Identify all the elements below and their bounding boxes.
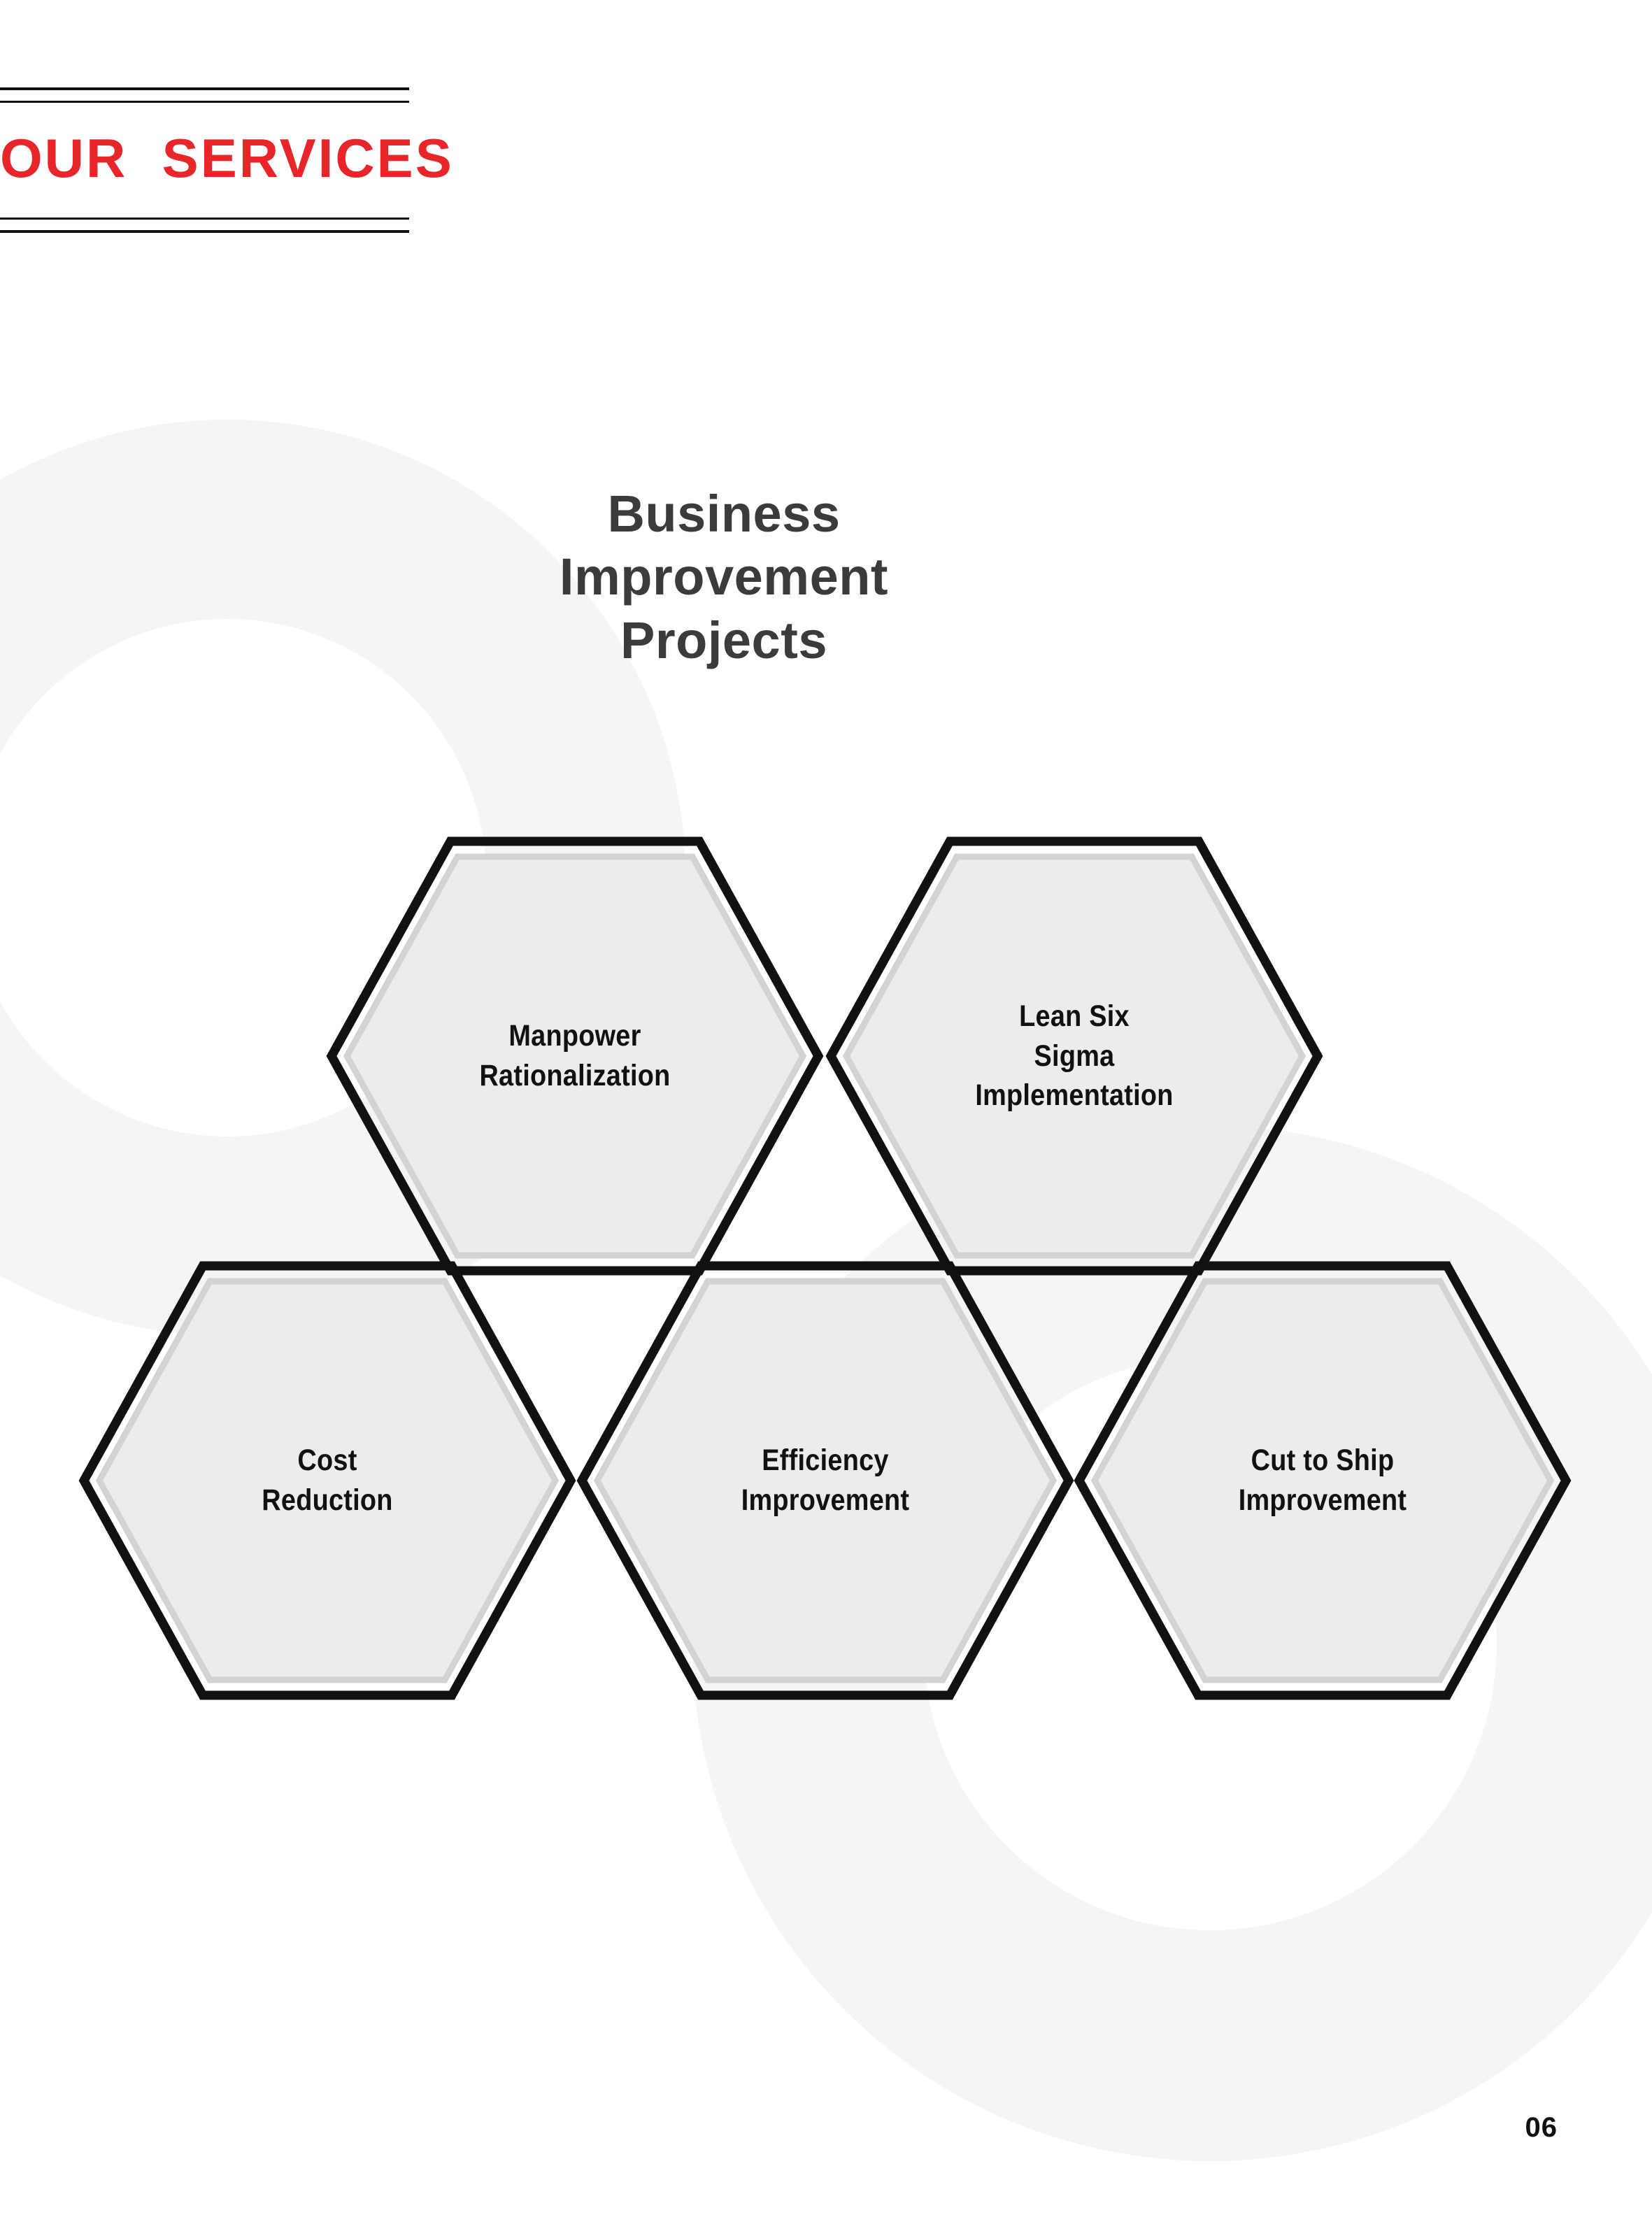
hexagon-label-line: Lean Six [1019,999,1130,1033]
header-rule-bottom [0,218,409,233]
hexagon-label: Cut to Ship Improvement [1104,1260,1542,1701]
hexagon-efficiency-improvement[interactable]: Efficiency Improvement [576,1260,1074,1701]
hexagon-label: Cost Reduction [108,1260,547,1701]
hexagon-shape [78,1261,576,1700]
hexagon-label-line: Improvement [1238,1483,1407,1517]
hexagon-label-line: Cut to Ship [1251,1444,1395,1478]
hexagon-lean-six-sigma-implementation[interactable]: Lean Six Sigma Implementation [825,836,1323,1276]
rule-line [0,101,409,103]
section-heading-line-3: Projects [620,611,828,669]
services-hexagon-diagram: Manpower Rationalization Lean Six Sigma … [0,804,1652,1727]
hexagon-shape [1074,1261,1572,1700]
section-heading: Business Improvement Projects [483,483,965,672]
hexagon-label-line: Efficiency [762,1444,889,1478]
header-rule-top [0,87,409,103]
hexagon-shape [576,1261,1074,1700]
hexagon-manpower-rationalization[interactable]: Manpower Rationalization [326,836,824,1276]
hexagon-label-line: Implementation [975,1078,1174,1113]
hexagon-shape [825,836,1323,1276]
hexagon-label: Lean Six Sigma Implementation [855,836,1294,1276]
hexagon-cut-to-ship-improvement[interactable]: Cut to Ship Improvement [1074,1260,1572,1701]
section-heading-line-2: Improvement [559,548,889,606]
rule-line [0,230,409,233]
hexagon-label: Efficiency Improvement [606,1260,1045,1701]
hexagon-label: Manpower Rationalization [356,836,795,1276]
rule-line [0,87,409,90]
hexagon-label-line: Rationalization [479,1059,671,1092]
hexagon-label-line: Improvement [741,1483,910,1517]
rule-spacer [0,220,409,230]
page-number: 06 [1525,2112,1558,2143]
hexagon-label-line: Sigma [1034,1039,1115,1073]
page-header: OUR SERVICES [0,87,454,233]
hexagon-label-line: Reduction [262,1483,393,1517]
hexagon-cost-reduction[interactable]: Cost Reduction [78,1260,576,1701]
rule-spacer [0,90,409,101]
section-heading-line-1: Business [607,485,841,543]
hexagon-label-line: Manpower [508,1019,641,1053]
hexagon-label-line: Cost [297,1444,357,1478]
rule-line [0,218,409,220]
page-title: OUR SERVICES [0,127,454,189]
